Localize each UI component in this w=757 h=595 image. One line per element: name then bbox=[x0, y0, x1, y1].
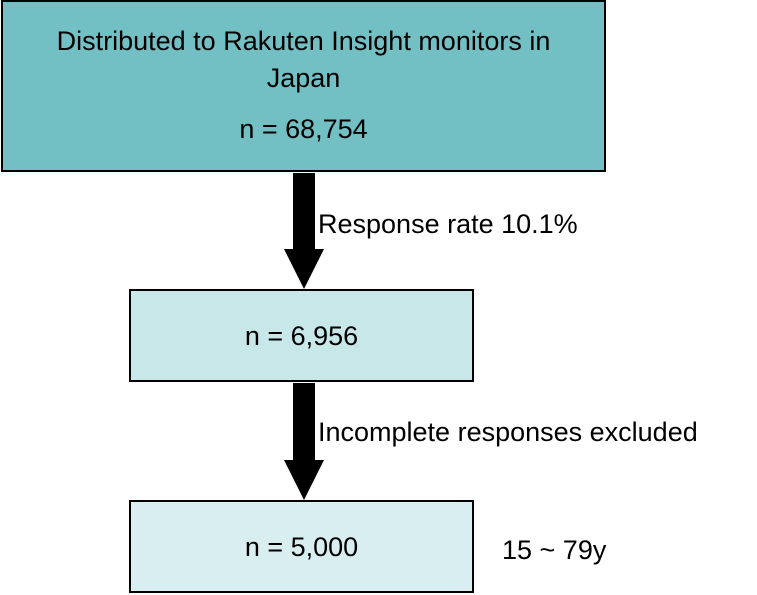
box-final-sample-count: n = 5,000 bbox=[244, 531, 359, 562]
arrow-down-icon bbox=[284, 383, 324, 500]
box-distributed: Distributed to Rakuten Insight monitors … bbox=[1, 0, 606, 172]
arrow-head bbox=[284, 249, 324, 289]
arrow-shaft bbox=[293, 383, 315, 462]
arrow-down-icon bbox=[284, 173, 324, 289]
box-final-sample: n = 5,000 bbox=[129, 500, 474, 593]
box-responses-count: n = 6,956 bbox=[244, 320, 359, 351]
response-rate-label: Response rate 10.1% bbox=[318, 209, 578, 239]
arrow-shaft bbox=[293, 173, 315, 251]
box-distributed-count: n = 68,754 bbox=[239, 114, 368, 144]
arrow-head bbox=[284, 460, 324, 500]
exclusion-label: Incomplete responses excluded bbox=[318, 417, 698, 447]
age-range-label: 15 ~ 79y bbox=[502, 535, 607, 565]
box-responses: n = 6,956 bbox=[129, 289, 474, 382]
box-distributed-title: Distributed to Rakuten Insight monitors … bbox=[56, 26, 551, 93]
